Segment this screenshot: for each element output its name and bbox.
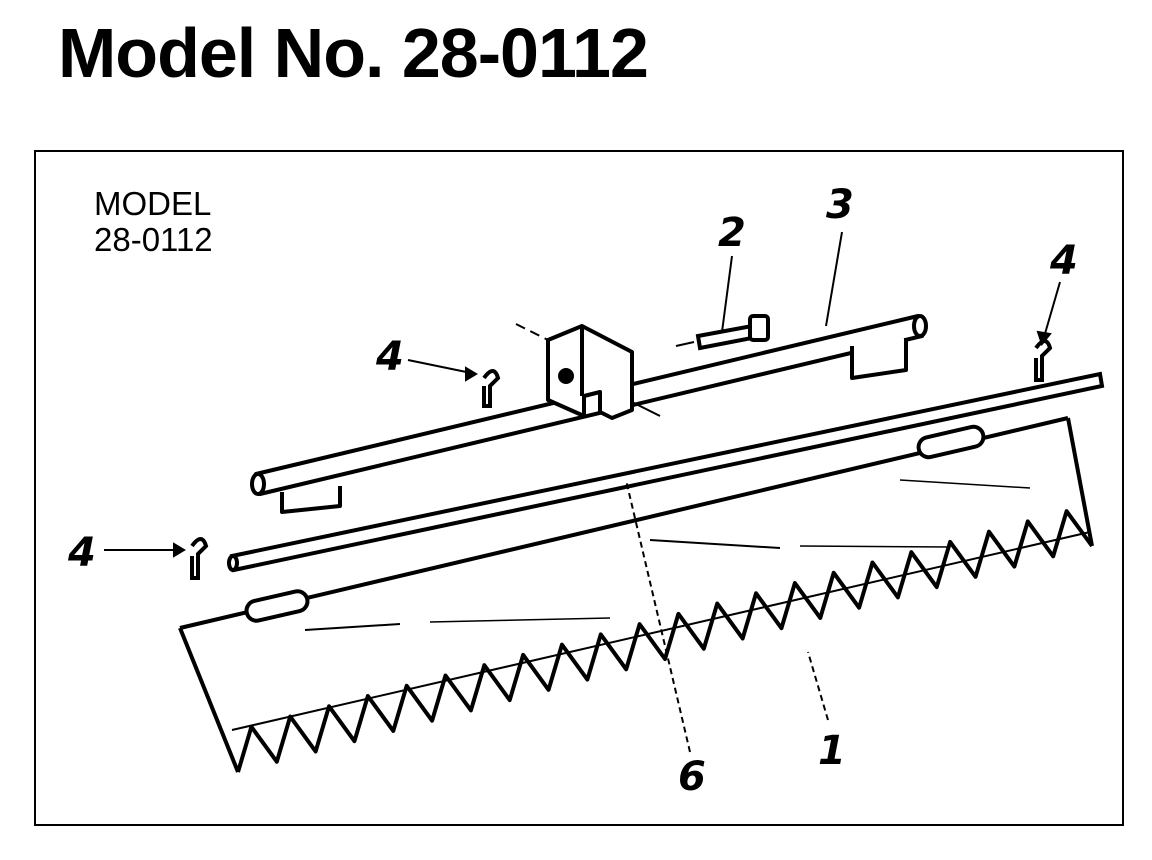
hairpin-clip-left	[190, 537, 209, 580]
leader-lines	[104, 231, 1061, 753]
mounting-bar	[250, 314, 928, 514]
bolt	[675, 314, 770, 351]
model-label-line2: 28-0112	[94, 221, 213, 258]
callout-2: 2	[718, 210, 746, 256]
bracket	[515, 323, 661, 420]
page-title: Model No. 28-0112	[58, 14, 649, 92]
callout-6: 6	[678, 754, 706, 800]
hairpin-clip-right	[1034, 339, 1053, 382]
hairpin-clip-top	[482, 369, 501, 408]
rake-teeth	[236, 509, 1094, 773]
model-label: MODEL 28-0112	[94, 186, 213, 258]
callout-4-left: 4	[67, 530, 96, 576]
rake-mount-tab-right	[916, 424, 986, 460]
callout-4-right: 4	[1049, 238, 1078, 284]
callout-3: 3	[826, 182, 854, 228]
callout-4-top-left: 4	[375, 334, 404, 380]
rod	[227, 371, 1105, 573]
model-label-line1: MODEL	[94, 185, 212, 222]
callouts: 3 2 4 4 4 6 1	[67, 182, 1078, 800]
diagram-frame: MODEL 28-0112	[34, 150, 1124, 826]
callout-1: 1	[818, 728, 846, 774]
rake-mount-tab-left	[244, 589, 310, 623]
